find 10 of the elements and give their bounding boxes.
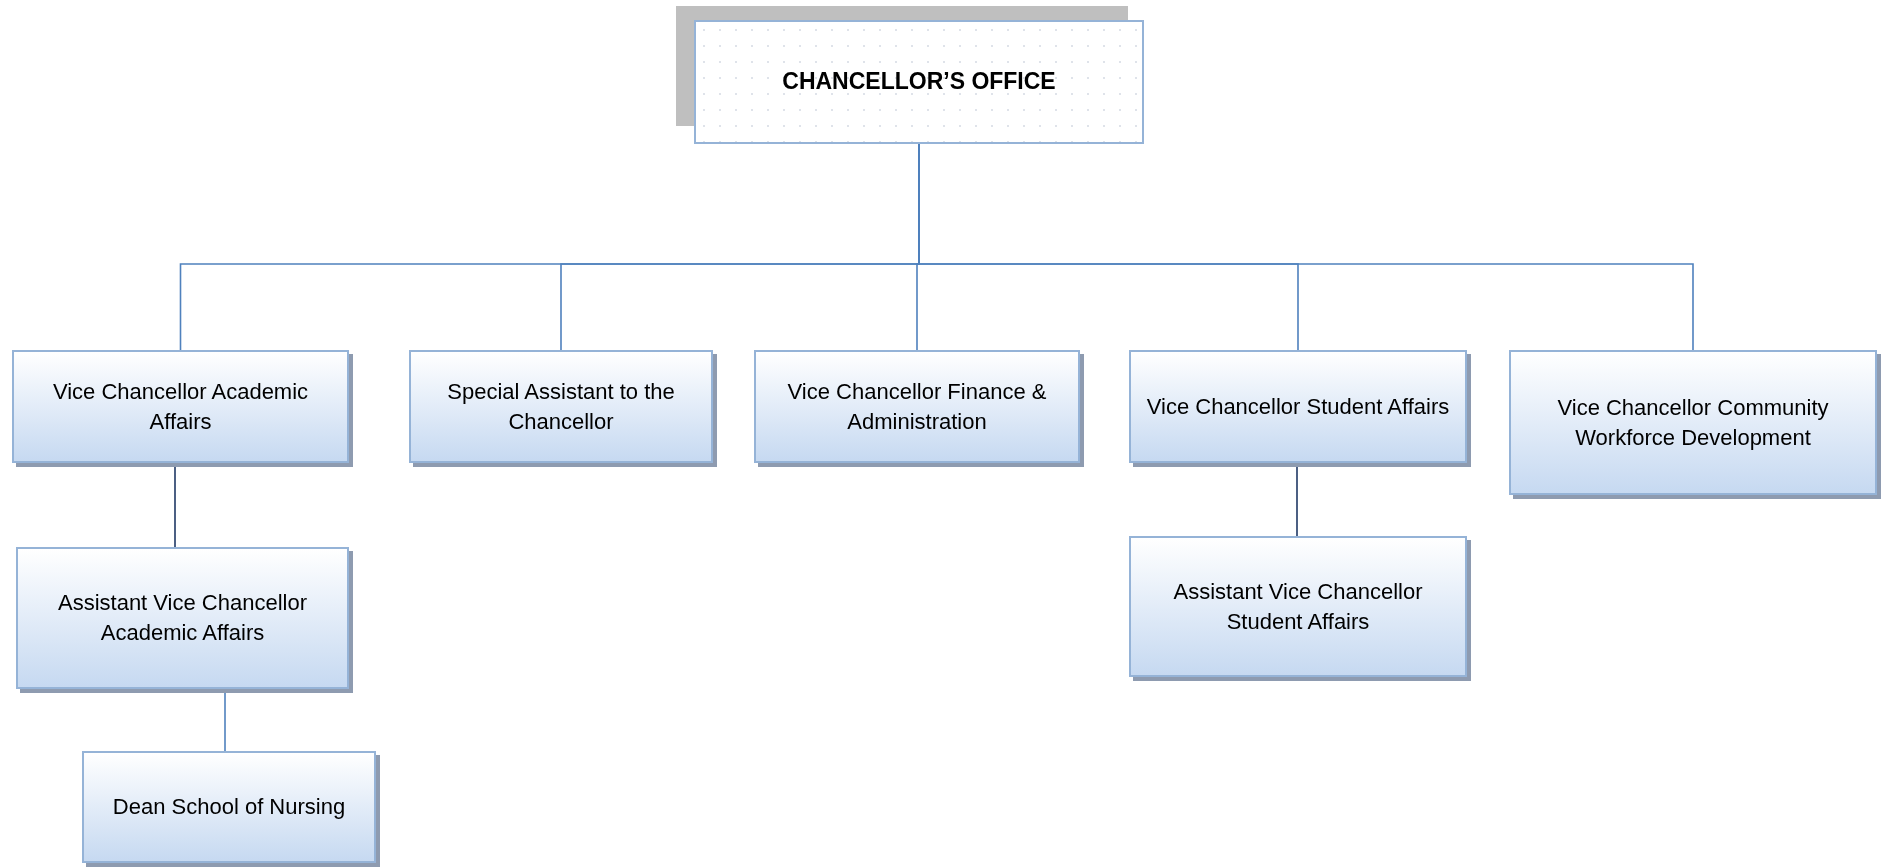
position-title: Assistant Vice Chancellor Academic Affairs	[56, 589, 308, 647]
position-title: Special Assistant to the Chancellor	[446, 377, 676, 436]
office-box	[694, 20, 1144, 144]
position-title: Vice Chancellor Finance & Administration	[786, 377, 1048, 436]
position-title: Dean School of Nursing	[112, 793, 346, 822]
position-title: Vice Chancellor Academic Affairs	[51, 377, 310, 436]
position-title: Vice Chancellor Student Affairs	[1146, 392, 1450, 421]
position-title: Vice Chancellor Community Workforce Development	[1556, 393, 1830, 452]
position-title: Assistant Vice Chancellor Student Affairs	[1172, 577, 1424, 636]
office-title: CHANCELLOR’S OFFICE	[782, 67, 1056, 97]
